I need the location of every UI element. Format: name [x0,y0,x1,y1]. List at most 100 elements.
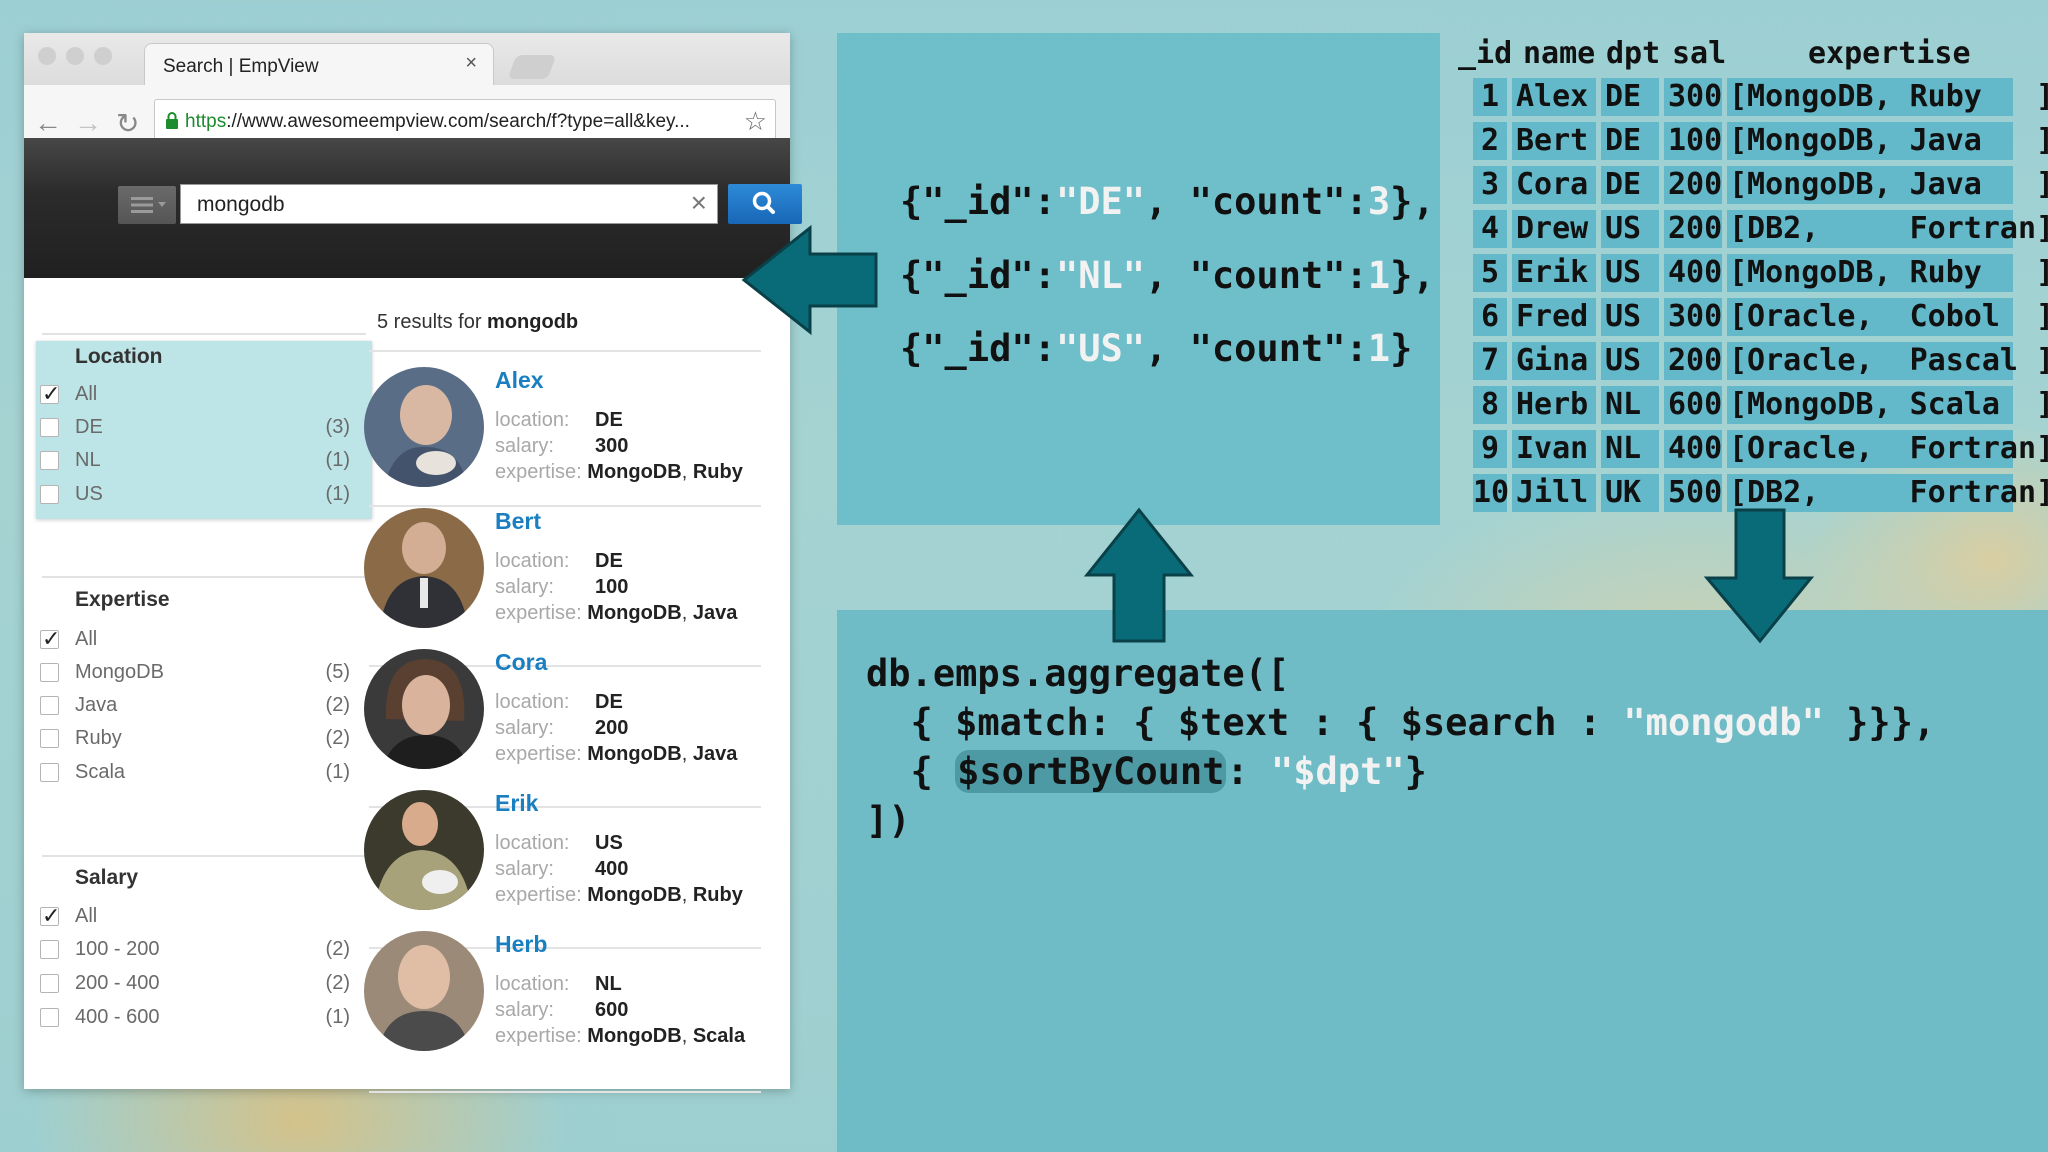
result-card-cora[interactable]: Cora location:DE salary:200 expertise: M… [364,645,764,785]
facet-label: 400 - 600 [75,1006,160,1028]
checkbox[interactable] [40,1008,59,1027]
field-label: expertise: [495,743,582,765]
bookmark-star-icon[interactable]: ☆ [743,106,767,136]
facet-location-all[interactable]: All [40,379,354,409]
clear-search-icon[interactable]: × [690,187,707,218]
result-card-herb[interactable]: Herb location:NL salary:600 expertise: M… [364,927,764,1067]
table-cell-sal: 300 [1664,298,1722,336]
facet-count: (3) [325,416,350,438]
checkbox[interactable] [40,903,60,929]
code-highlight-sortbycount: $sortByCount [955,750,1227,793]
facet-salary-100-200[interactable]: 100 - 200 (2) [40,934,354,964]
result-name[interactable]: Alex [495,367,544,393]
table-cell-id: 7 [1473,342,1507,380]
result-location: location:NL [495,973,622,996]
facet-count: (1) [325,449,350,471]
avatar[interactable] [364,367,484,487]
field-value: Ruby [692,884,743,906]
table-cell-dpt: US [1601,210,1659,248]
checkbox[interactable] [40,626,60,652]
result-location: location:DE [495,409,623,432]
tab-close-icon[interactable]: × [465,52,477,74]
table-header-id: _id [1458,36,1513,71]
facet-expertise-scala[interactable]: Scala (1) [40,757,354,787]
app-header: mongodb × [24,138,802,278]
field-label: salary: [495,858,554,880]
back-arrow-icon[interactable]: ← [34,107,62,138]
facet-location-nl[interactable]: NL (1) [40,445,354,475]
avatar-photo [364,508,484,628]
minimize-window-dot[interactable] [66,47,84,65]
result-card-erik[interactable]: Erik location:US salary:400 expertise: M… [364,786,764,926]
facet-salary-400-600[interactable]: 400 - 600 (1) [40,1002,354,1032]
table-cell-exp: [DB2, Fortran] [1727,474,2048,512]
result-divider [369,806,761,808]
facet-label: All [75,905,98,927]
facet-salary-200-400[interactable]: 200 - 400 (2) [40,968,354,998]
table-cell-exp: [MongoDB, Scala ] [1727,386,2048,424]
result-salary: salary:200 [495,717,628,740]
checkbox[interactable] [40,763,59,782]
avatar[interactable] [364,649,484,769]
checkbox[interactable] [40,485,59,504]
location-facet-panel [36,341,372,519]
field-label: expertise: [495,461,582,483]
result-name[interactable]: Herb [495,931,548,957]
facet-location-us[interactable]: US (1) [40,479,354,509]
table-cell-id: 9 [1473,430,1507,468]
table-cell-id: 1 [1473,78,1507,116]
reload-icon[interactable]: ↻ [116,108,140,139]
result-divider [369,665,761,667]
field-value: MongoDB [587,884,682,906]
facet-expertise-java[interactable]: Java (2) [40,690,354,720]
result-name[interactable]: Bert [495,508,542,534]
forward-arrow-icon[interactable]: → [74,107,102,138]
result-salary: salary:300 [495,435,628,458]
field-value: Java [692,743,738,765]
maximize-window-dot[interactable] [94,47,112,65]
field-value: Java [692,602,738,624]
table-cell-dpt: NL [1601,430,1659,468]
tab-search-empview[interactable]: Search | EmpView × [144,43,494,85]
avatar[interactable] [364,508,484,628]
url-field[interactable]: https://www.awesomeempview.com/search/f?… [154,99,776,143]
checkbox[interactable] [40,418,59,437]
facet-expertise-ruby[interactable]: Ruby (2) [40,723,354,753]
aggregation-code-panel [837,610,2048,1152]
facet-expertise-all[interactable]: All [40,624,354,654]
table-cell-id: 3 [1473,166,1507,204]
facet-salary-all[interactable]: All [40,901,354,931]
facet-count: (2) [325,727,350,749]
checkbox[interactable] [40,451,59,470]
new-tab-button[interactable] [507,55,557,79]
result-name[interactable]: Erik [495,790,539,816]
facet-expertise-mongodb[interactable]: MongoDB (5) [40,657,354,687]
code-token: { $match: { $text : { $search : [866,701,1624,744]
close-window-dot[interactable] [38,47,56,65]
field-value: DE [595,409,623,431]
search-button[interactable] [728,184,802,224]
checkbox[interactable] [40,940,59,959]
result-name[interactable]: Cora [495,649,548,675]
checkbox[interactable] [40,729,59,748]
menu-button[interactable] [118,186,176,224]
count-result-de: {"_id":"DE", "count":3}, [900,180,1435,223]
checkbox[interactable] [40,381,60,407]
result-card-bert[interactable]: Bert location:DE salary:100 expertise: M… [364,504,764,644]
json-id: "NL" [1055,254,1146,297]
facet-location-de[interactable]: DE (3) [40,412,354,442]
search-input[interactable]: mongodb × [180,184,718,224]
avatar[interactable] [364,790,484,910]
table-cell-exp: [MongoDB, Ruby ] [1727,254,2048,292]
table-cell-sal: 200 [1664,166,1722,204]
checkbox[interactable] [40,696,59,715]
field-label: location: [495,832,570,854]
facet-title-expertise: Expertise [75,588,170,611]
result-divider [369,350,761,352]
avatar[interactable] [364,931,484,1051]
code-token: : [1226,750,1271,793]
result-card-alex[interactable]: Alex location:DE salary:300 expertise: M… [364,363,764,503]
facet-label: All [75,628,98,650]
checkbox[interactable] [40,663,59,682]
checkbox[interactable] [40,974,59,993]
